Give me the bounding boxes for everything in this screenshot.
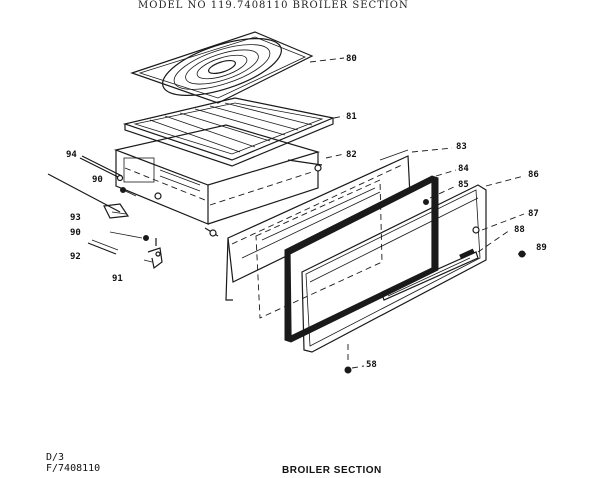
callout-85: 85 [458,180,469,190]
callout-81: 81 [346,112,357,122]
valve-91 [143,238,163,270]
broiler-pan [122,97,336,167]
callout-80: 80 [346,54,357,64]
callout-89: 89 [536,243,547,253]
callout-93: 93 [70,213,81,223]
callout-90-upper: 90 [92,175,103,185]
callout-92: 92 [70,252,81,262]
footer-caption: BROILER SECTION [282,465,382,476]
screw-90-lower [109,231,149,241]
door-outer-panel [301,184,487,353]
callout-83: 83 [456,142,467,152]
callout-86: 86 [528,170,539,180]
broiler-grid-plate [130,31,314,104]
callout-87: 87 [528,209,539,219]
footer-codes: D/3 F/7408110 [46,452,100,474]
screw-58 [344,344,352,374]
leader-lines [309,57,525,369]
screw-89 [518,250,526,258]
callout-58: 58 [366,360,377,370]
spring-92 [87,239,119,255]
page-code: D/3 [46,452,65,463]
callout-90-lower: 90 [70,228,81,238]
bracket-93 [47,173,130,219]
door-gasket [284,175,439,343]
door-handle [381,226,480,301]
callout-94: 94 [66,150,77,160]
model-code: F/7408110 [46,463,101,474]
callout-82: 82 [346,150,357,160]
callout-84: 84 [458,164,469,174]
callout-88: 88 [514,225,525,235]
page-title: MODEL NO 119.7408110 BROILER SECTION [138,0,409,11]
callout-91: 91 [112,274,123,284]
broiler-drawer-frame [113,124,323,237]
screw-90-upper [120,187,137,197]
screw-85 [423,199,429,205]
rod-94 [79,155,124,182]
door-inner-panel [255,179,383,319]
